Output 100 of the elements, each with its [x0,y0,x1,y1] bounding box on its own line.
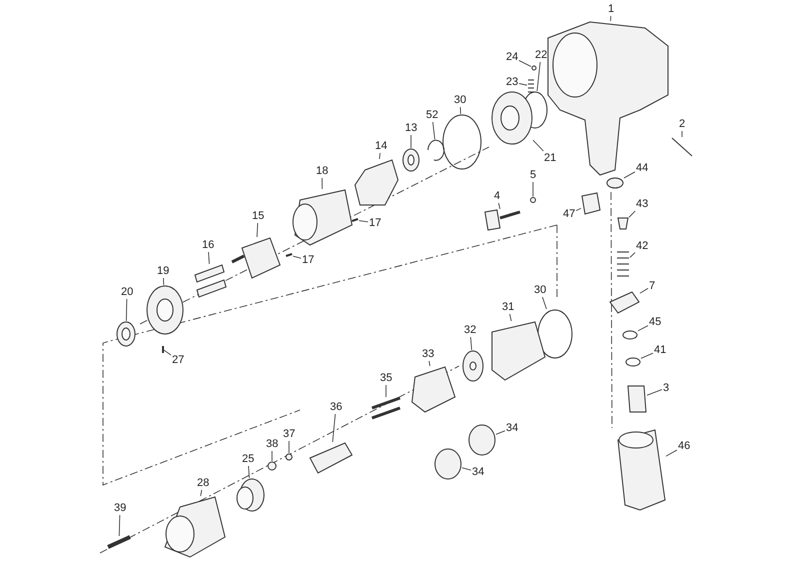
leader-line [332,414,336,442]
pin-drawing [352,218,358,222]
o-ring-drawing [622,330,638,340]
callout-number: 2 [679,118,686,130]
callout-number: 4 [494,190,500,202]
callout-number: 28 [197,477,210,489]
callout-number: 23 [506,76,518,88]
end-plate-drawing [492,92,532,144]
callout-number: 5 [530,169,536,181]
callout-number: 3 [663,382,670,394]
grip-drawing [617,429,666,511]
leader-line [118,514,120,536]
leader-line [496,430,506,435]
anvil-drawing [309,442,353,474]
leader-line [518,60,532,67]
callout-number: 31 [502,301,514,313]
leader-line [498,202,500,210]
leader-line [532,140,544,152]
callout-number: 41 [654,344,666,356]
retaining-ring-drawing [428,140,444,161]
callout-number: 38 [266,438,278,450]
leader-line [646,389,662,396]
callout-number: 20 [121,286,134,298]
leader-line [638,325,648,332]
leader-line [322,178,323,190]
hammer-drawing [468,424,496,456]
pin-drawing [286,253,292,257]
leader-line [460,106,462,114]
leader-line [532,182,534,197]
screw-drawing [107,535,131,549]
leader-line [640,288,648,294]
callout-number: 16 [202,239,214,251]
callout-number: 30 [534,284,546,296]
pin-pair-drawing [370,396,402,420]
o-ring-drawing [442,114,482,170]
callout-number: 7 [649,280,656,292]
washer-drawing [462,350,484,382]
callout-number: 36 [330,401,342,413]
bearing-drawing [402,148,420,172]
hammer-cage-drawing [411,366,456,413]
leader-line [358,220,368,222]
callout-number: 34 [506,422,518,434]
end-plate-drawing [354,159,399,206]
leader-line [248,466,250,478]
hammer-drawing [434,448,462,480]
callout-number: 42 [636,240,648,252]
leader-line [164,350,172,356]
rotor-drawing [231,237,281,279]
front-housing-drawing [164,496,226,558]
callout-number: 39 [114,502,126,514]
leader-line [542,296,547,310]
callout-number: 45 [649,316,662,328]
callout-number: 44 [636,162,648,174]
bushing-drawing [606,178,624,188]
cylinder-drawing [292,189,353,246]
retaining-ring-drawing [268,462,276,470]
ball-drawing [532,66,536,70]
leader-line [509,314,512,322]
callout-number: 22 [535,49,548,61]
callout-number: 17 [369,217,382,229]
leader-line [256,222,258,238]
bearing-drawing [116,322,136,346]
leader-line [536,62,541,92]
callout-number: 30 [454,94,466,106]
callout-number: 25 [242,453,254,465]
callout-number: 32 [464,324,476,336]
callout-number: 15 [252,210,264,222]
valve-drawing [617,218,629,230]
callout-number: 24 [506,51,518,63]
leader-line [200,490,202,496]
callout-number: 1 [608,3,614,15]
pin-drawing [672,138,692,156]
callout-number: 43 [636,198,648,210]
end-plate-drawing [146,286,184,334]
bushing-drawing [627,386,647,412]
callout-number: 13 [405,122,418,134]
vane-set-drawing [194,264,227,298]
leader-line [432,122,436,140]
leader-line [610,16,612,22]
leader-line [379,152,380,160]
leader-line [428,360,430,366]
leader-line [462,467,472,470]
washer-drawing [286,454,292,460]
valve-drawing [581,192,601,215]
callout-number: 47 [563,208,576,220]
bushing-drawing [236,478,264,512]
leader-line [208,252,210,264]
leader-line [666,450,678,457]
callout-number: 35 [380,372,392,384]
leader-line [163,278,164,286]
gasket-drawing [492,321,546,381]
trigger-drawing [484,209,520,231]
leader-line [288,440,290,454]
leader-line [630,252,636,258]
callout-number: 14 [375,140,388,152]
leader-line [640,352,654,359]
callout-number: 37 [283,428,296,440]
spring-drawing [528,80,534,92]
callout-number: 46 [678,440,690,452]
leader-line [576,208,582,212]
